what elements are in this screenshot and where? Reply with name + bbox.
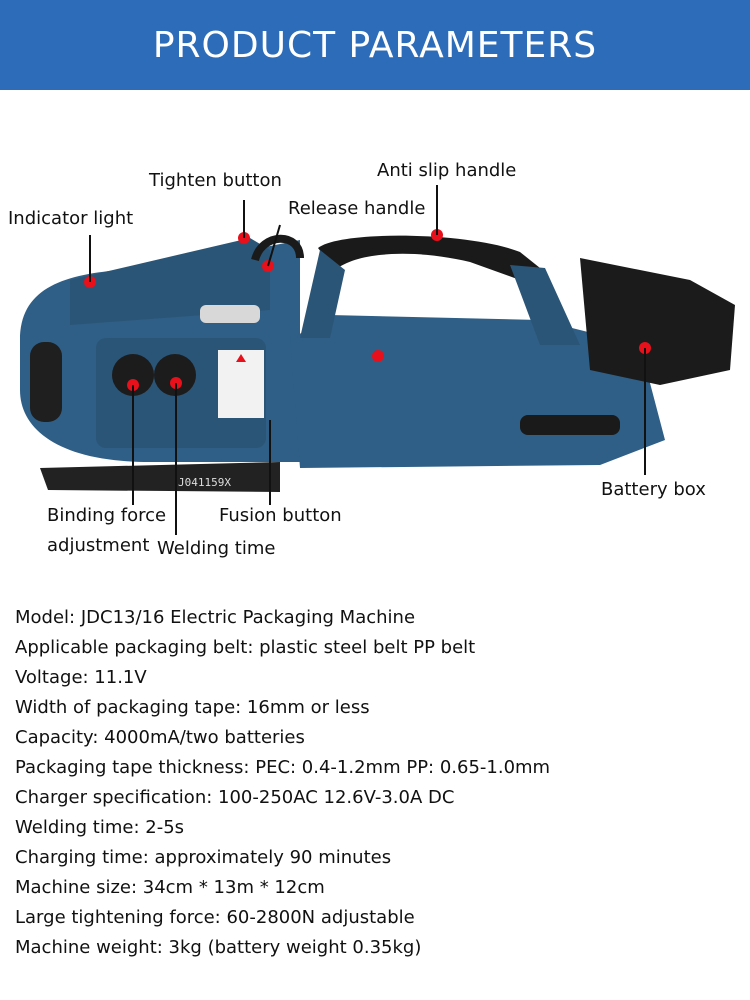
spec-capacity: Capacity: 4000mA/two batteries [15,727,305,748]
strapping-machine-illustration: J041159X [20,185,735,535]
spec-tape-thickness: Packaging tape thickness: PEC: 0.4-1.2mm… [15,757,551,778]
welding-time-knob [154,354,196,396]
nameplate [200,305,260,323]
callout-indicator-light: Indicator light [8,208,134,229]
callout-fusion-button: Fusion button [219,505,342,526]
release-cable [251,234,304,262]
marker-release-handle [372,350,384,362]
battery-box [580,258,735,385]
spec-welding-time: Welding time: 2-5s [15,817,185,838]
top-housing [70,238,270,325]
handle-front-post [300,250,345,338]
spec-tightening-force: Large tightening force: 60-2800N adjusta… [15,907,415,928]
callout-battery-box: Battery box [601,479,706,500]
side-grill [30,342,62,422]
spec-charging-time: Charging time: approximately 90 minutes [15,847,392,868]
anti-slip-handle[interactable] [318,235,540,280]
callout-anti-slip-handle: Anti slip handle [377,160,517,181]
header-banner: PRODUCT PARAMETERS [0,0,750,90]
callout-tighten-button: Tighten button [149,170,282,191]
spec-applicable-belt: Applicable packaging belt: plastic steel… [15,637,476,658]
callout-release-handle: Release handle [288,198,426,219]
specs-list: Model: JDC13/16 Electric Packaging Machi… [15,603,735,963]
spec-voltage: Voltage: 11.1V [15,667,147,688]
spec-charger: Charger specification: 100-250AC 12.6V-3… [15,787,455,808]
spec-model: Model: JDC13/16 Electric Packaging Machi… [15,607,416,628]
plate-code: J041159X [178,476,231,489]
base-plate [40,462,280,492]
warning-triangle-icon [236,354,246,362]
vent-slot [520,415,620,435]
spec-machine-size: Machine size: 34cm * 13m * 12cm [15,877,325,898]
callout-binding-force-line2: adjustment [47,535,150,556]
page-title: PRODUCT PARAMETERS [152,24,598,66]
callout-binding-force-line1: Binding force [47,505,167,526]
handle-rear-post [510,265,580,345]
spec-machine-weight: Machine weight: 3kg (battery weight 0.35… [15,937,422,958]
product-diagram: J041159X [0,90,750,590]
leader-lines [89,185,646,535]
callout-welding-time: Welding time [157,538,276,559]
spec-tape-width: Width of packaging tape: 16mm or less [15,697,370,718]
binding-force-knob [112,354,154,396]
